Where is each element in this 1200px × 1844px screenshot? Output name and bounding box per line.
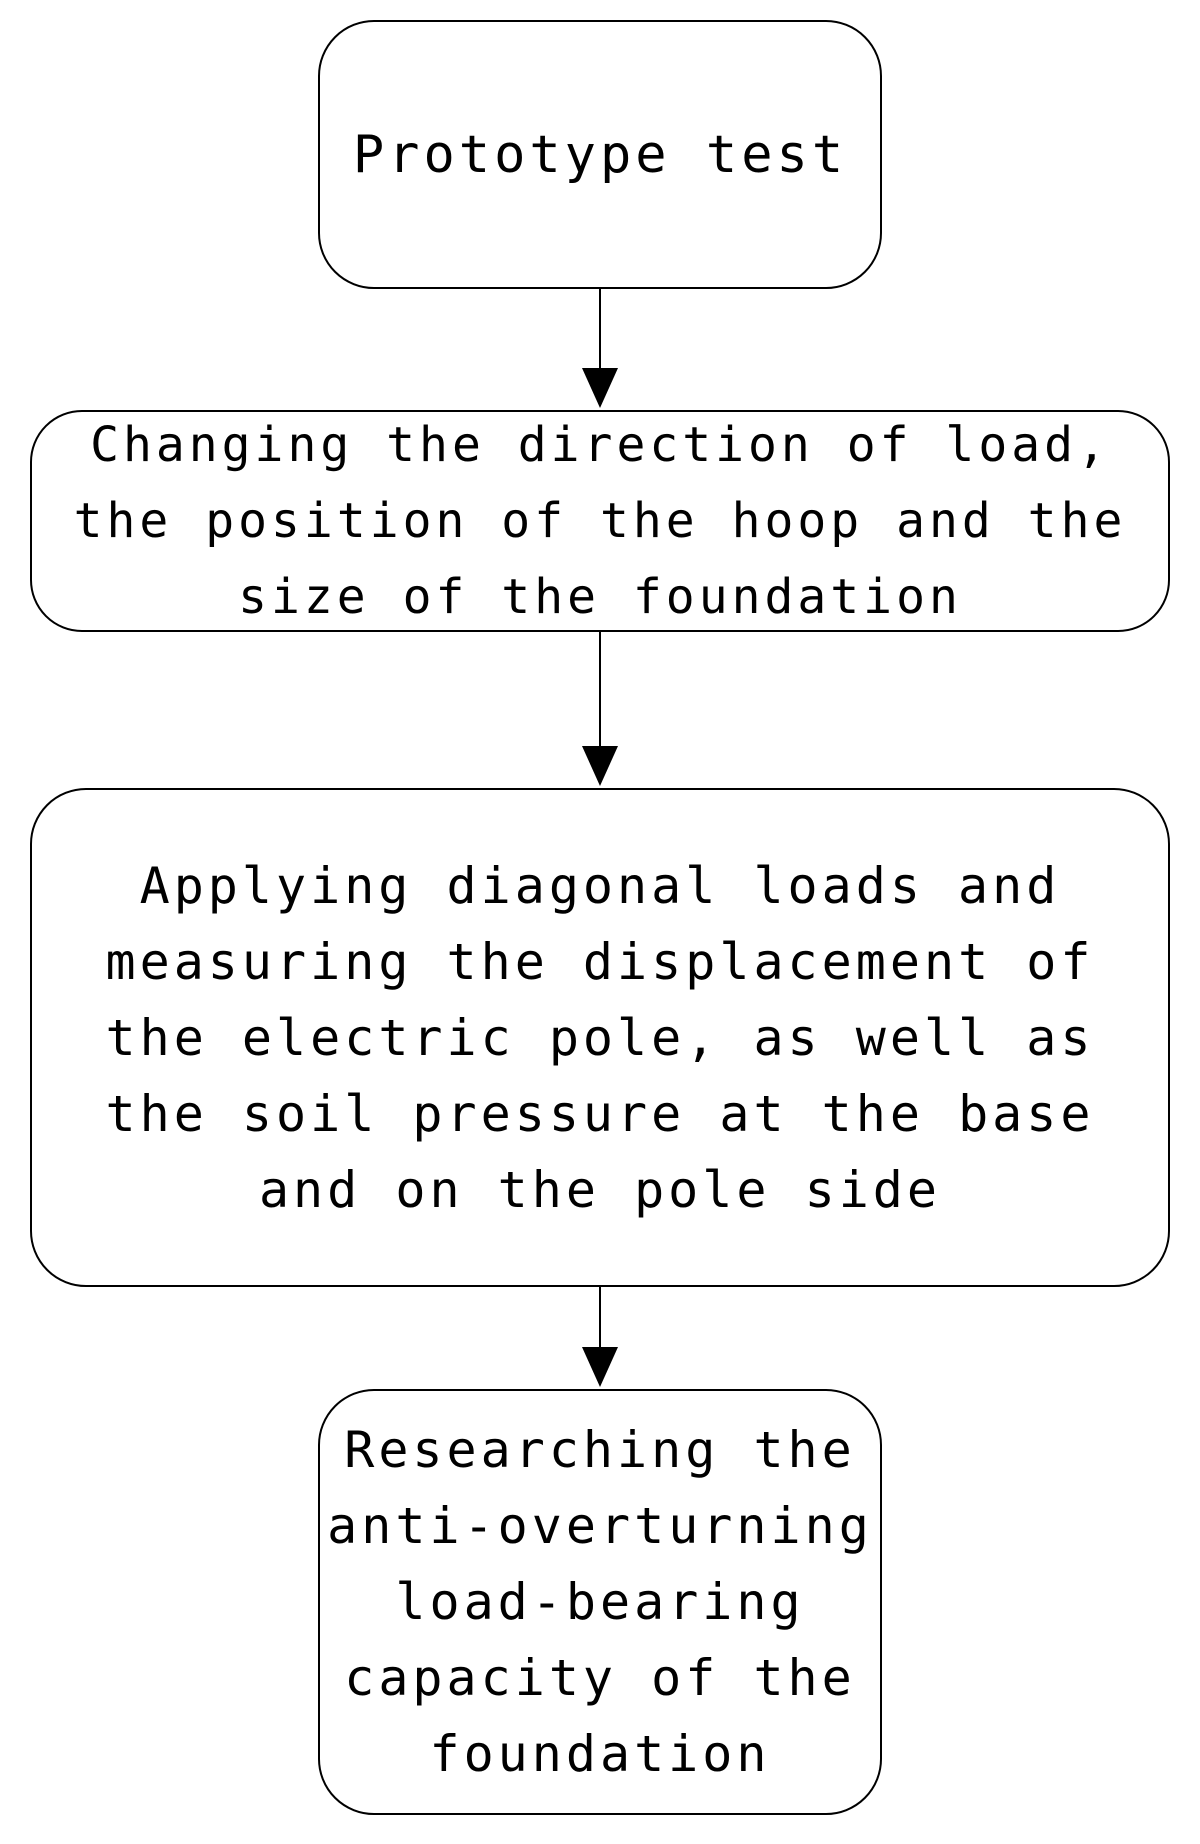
- node-prototype-test-label: Prototype test: [352, 124, 848, 185]
- node-prototype-test: Prototype test: [318, 20, 882, 289]
- node-applying-loads-label: Applying diagonal loads and measuring th…: [105, 856, 1095, 1219]
- node-changing-conditions: Changing the direction of load, the posi…: [30, 410, 1170, 632]
- edge-prototype-to-changing: [582, 289, 618, 408]
- node-researching-capacity: Researching the anti-overturning load-be…: [318, 1389, 882, 1815]
- arrowhead-icon: [582, 368, 618, 408]
- node-changing-conditions-label: Changing the direction of load, the posi…: [73, 417, 1127, 625]
- edge-changing-to-applying: [582, 632, 618, 786]
- node-applying-loads: Applying diagonal loads and measuring th…: [30, 788, 1170, 1287]
- arrowhead-icon: [582, 1347, 618, 1387]
- node-researching-capacity-label: Researching the anti-overturning load-be…: [327, 1421, 873, 1783]
- edge-applying-to-researching: [582, 1287, 618, 1387]
- arrowhead-icon: [582, 746, 618, 786]
